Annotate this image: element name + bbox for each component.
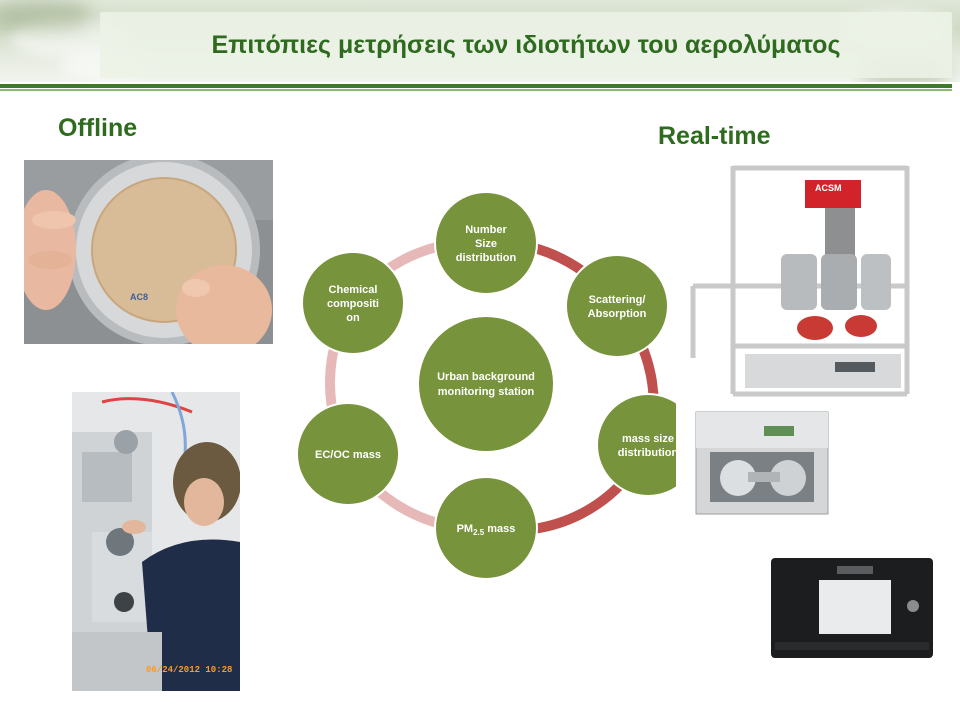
- node-label-line: mass size: [622, 433, 674, 445]
- measurement-node: [301, 251, 405, 355]
- node-label: PM2.5 mass: [457, 523, 516, 537]
- header-rule-accent: [0, 89, 952, 91]
- realtime-label: Real-time: [658, 122, 771, 150]
- measurement-node: [434, 191, 538, 295]
- measurement-diagram: Urban background monitoring station Number…: [296, 186, 700, 584]
- node-label-line: distribution: [618, 447, 676, 459]
- node-label-line: EC/OC mass: [315, 449, 381, 461]
- svg-text:AC8: AC8: [130, 292, 148, 302]
- node-label-part: PM: [457, 523, 474, 535]
- measurement-node: [565, 254, 669, 358]
- node-label-line: Absorption: [588, 308, 647, 320]
- analyser-illustration: [771, 558, 933, 658]
- center-node: [419, 317, 553, 451]
- measurement-node: [296, 402, 400, 506]
- measurement-node: [434, 476, 538, 580]
- node-label: Scattering/Absorption: [588, 294, 647, 320]
- page-title: Επιτόπιες μετρήσεις των ιδιοτήτων του αε…: [211, 30, 841, 59]
- lab-photo: 06/24/2012 10:28: [72, 392, 240, 691]
- header-banner: Επιτόπιες μετρήσεις των ιδιοτήτων του αε…: [0, 0, 960, 82]
- node-label-line: Scattering/: [589, 294, 646, 306]
- node-label-line: compositi: [327, 298, 379, 310]
- header-rule: [0, 84, 952, 88]
- measurement-node: [596, 393, 700, 497]
- node-label: mass size distribution: [618, 433, 676, 459]
- node-label-line: distribution: [456, 252, 517, 264]
- monitor-illustration: [695, 411, 829, 515]
- acsm-photo: ACSM: [685, 158, 913, 402]
- center-label-line: monitoring station: [438, 386, 535, 398]
- node-label-line: Number: [465, 224, 507, 236]
- node-label-subscript: 2.5: [473, 528, 485, 537]
- center-label: Urban background monitoring station: [437, 371, 535, 398]
- title-background: [100, 12, 952, 78]
- cycle-diagram: Urban background monitoring station Number…: [296, 191, 700, 580]
- lab-timestamp: 06/24/2012 10:28: [146, 665, 232, 675]
- monitor-photo: [692, 408, 832, 518]
- analyser-photo: [765, 552, 935, 664]
- node-label-line: Chemical: [329, 284, 378, 296]
- filter-illustration: AC8: [24, 160, 273, 344]
- lab-illustration: 06/24/2012 10:28: [72, 392, 240, 691]
- acsm-illustration: ACSM: [685, 158, 913, 402]
- node-label-part: mass: [484, 523, 515, 535]
- node-label-line: on: [346, 312, 360, 324]
- acsm-label: ACSM: [815, 183, 842, 193]
- filter-photo: AC8: [24, 160, 273, 344]
- node-label-line: Size: [475, 238, 497, 250]
- node-label: Chemical compositi on: [327, 284, 379, 324]
- center-label-line: Urban background: [437, 371, 535, 383]
- offline-label: Offline: [58, 114, 138, 142]
- node-label: EC/OC mass: [315, 449, 381, 461]
